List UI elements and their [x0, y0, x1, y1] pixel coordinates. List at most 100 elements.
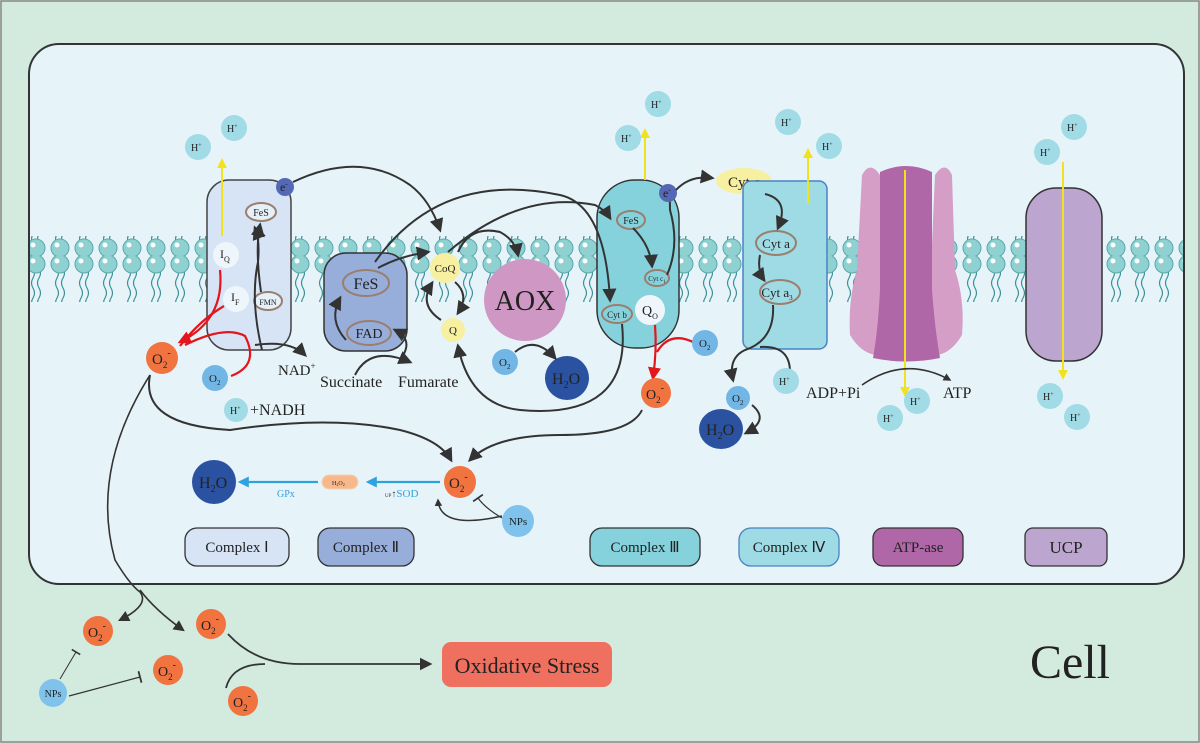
legend-complex-1 [184, 527, 290, 567]
superoxide [641, 378, 671, 408]
svg-text:FeS: FeS [623, 216, 639, 227]
oxygen [202, 365, 228, 391]
cyt-b [601, 304, 633, 324]
svg-text:O2-: O2- [646, 383, 664, 405]
svg-text:FeS: FeS [354, 276, 379, 293]
cell-label: Cell [1030, 636, 1110, 689]
svg-text:Cyt a: Cyt a [762, 236, 790, 251]
electron [659, 184, 677, 202]
svg-text:FMN: FMN [259, 298, 277, 307]
water [545, 356, 589, 400]
svg-text:O2-: O2- [88, 621, 106, 643]
svg-text:H+: H+ [1067, 123, 1078, 134]
svg-text:AOX: AOX [495, 286, 556, 317]
svg-text:e-: e- [280, 180, 288, 194]
coq [430, 253, 460, 283]
svg-text:Cyt b: Cyt b [607, 310, 627, 320]
svg-text:Complex Ⅱ: Complex Ⅱ [333, 540, 399, 556]
adp-pi-label: ADP+Pi [806, 385, 861, 402]
svg-text:O2-: O2- [233, 691, 251, 713]
svg-text:H+: H+ [227, 124, 238, 135]
svg-text:O2-: O2- [201, 614, 219, 636]
qo-site [635, 295, 665, 325]
legend: Complex Ⅰ Complex Ⅱ Complex Ⅲ Complex Ⅳ … [184, 527, 1108, 567]
svg-text:O2: O2 [699, 338, 711, 352]
svg-text:FAD: FAD [356, 327, 383, 342]
oxygen [692, 330, 718, 356]
svg-text:Cyt a3: Cyt a3 [761, 285, 793, 302]
svg-text:H2O2: H2O2 [332, 481, 345, 487]
svg-text:Complex Ⅰ: Complex Ⅰ [205, 540, 268, 556]
svg-text:H+: H+ [781, 118, 792, 129]
svg-text:UP↑SOD: UP↑SOD [385, 488, 418, 500]
svg-text:+NADH: +NADH [250, 402, 306, 419]
fes-cluster [616, 210, 646, 230]
atp-label: ATP [943, 385, 972, 402]
q [441, 318, 465, 342]
svg-text:O2-: O2- [158, 660, 176, 682]
svg-text:GPx: GPx [277, 489, 295, 500]
oxidative-stress-box [442, 642, 612, 687]
svg-text:Succinate: Succinate [320, 374, 382, 391]
svg-text:Complex Ⅲ: Complex Ⅲ [610, 540, 679, 556]
protons: H+ H+ H+ H+ H+ H+ H+ H+ H+ H+ H+ H+ H+ [185, 91, 1090, 431]
cyt-a3 [759, 279, 801, 305]
svg-text:Oxidative Stress: Oxidative Stress [455, 653, 600, 678]
svg-text:O2: O2 [209, 373, 221, 387]
iq-site [213, 242, 239, 268]
svg-text:FeS: FeS [253, 208, 269, 219]
svg-text:IQ: IQ [220, 247, 230, 264]
legend-complex-2 [317, 527, 415, 567]
svg-text:O2-: O2- [152, 348, 171, 370]
nps [39, 679, 67, 707]
svg-text:NPs: NPs [509, 516, 527, 528]
complex-2: FeS FAD [323, 246, 431, 352]
svg-text:ATP-ase: ATP-ase [893, 540, 944, 556]
svg-text:H+: H+ [779, 377, 790, 388]
svg-text:H+: H+ [822, 142, 833, 153]
svg-text:H+: H+ [621, 134, 632, 145]
if-site [223, 286, 249, 312]
svg-text:H+: H+ [883, 414, 894, 425]
superoxide [153, 655, 183, 685]
complex-3: FeS Cyt c1 Cyt b QO [596, 128, 680, 349]
oxygen [492, 349, 518, 375]
fes-cluster [245, 202, 277, 222]
svg-text:Complex Ⅳ: Complex Ⅳ [753, 540, 826, 556]
svg-text:H+: H+ [1043, 392, 1054, 403]
fad [346, 320, 392, 346]
fes-cluster [342, 269, 390, 297]
svg-text:O2-: O2- [449, 472, 468, 494]
svg-text:CoQ: CoQ [435, 263, 456, 275]
svg-text:H+: H+ [1070, 413, 1081, 424]
svg-text:O2: O2 [499, 357, 511, 371]
aox [484, 259, 566, 341]
legend-complex-4 [738, 527, 840, 567]
svg-text:UCP: UCP [1049, 538, 1082, 557]
svg-text:H+: H+ [651, 100, 662, 111]
superoxide [83, 616, 113, 646]
legend-atpase [872, 527, 964, 567]
superoxide [196, 609, 226, 639]
svg-text:H+: H+ [230, 406, 241, 417]
oxygen [726, 386, 750, 410]
cyt-a [755, 230, 797, 256]
svg-text:NPs: NPs [45, 689, 62, 700]
svg-text:H+: H+ [191, 143, 202, 154]
svg-text:O2: O2 [732, 393, 744, 407]
svg-text:Fumarate: Fumarate [398, 374, 458, 391]
proton [224, 398, 248, 422]
svg-text:Cyt c1: Cyt c1 [648, 275, 666, 285]
water [699, 409, 743, 449]
water [192, 460, 236, 504]
nps [502, 505, 534, 537]
superoxide [444, 466, 476, 498]
svg-text:NAD+: NAD+ [278, 361, 316, 379]
complex-4: Cyt a Cyt a3 [723, 148, 828, 383]
electron [276, 178, 294, 196]
svg-text:Q: Q [449, 325, 457, 337]
h2o2 [321, 474, 359, 490]
svg-text:H2O: H2O [552, 371, 580, 391]
complex-1: FeS FMN IQ IF [206, 158, 292, 351]
